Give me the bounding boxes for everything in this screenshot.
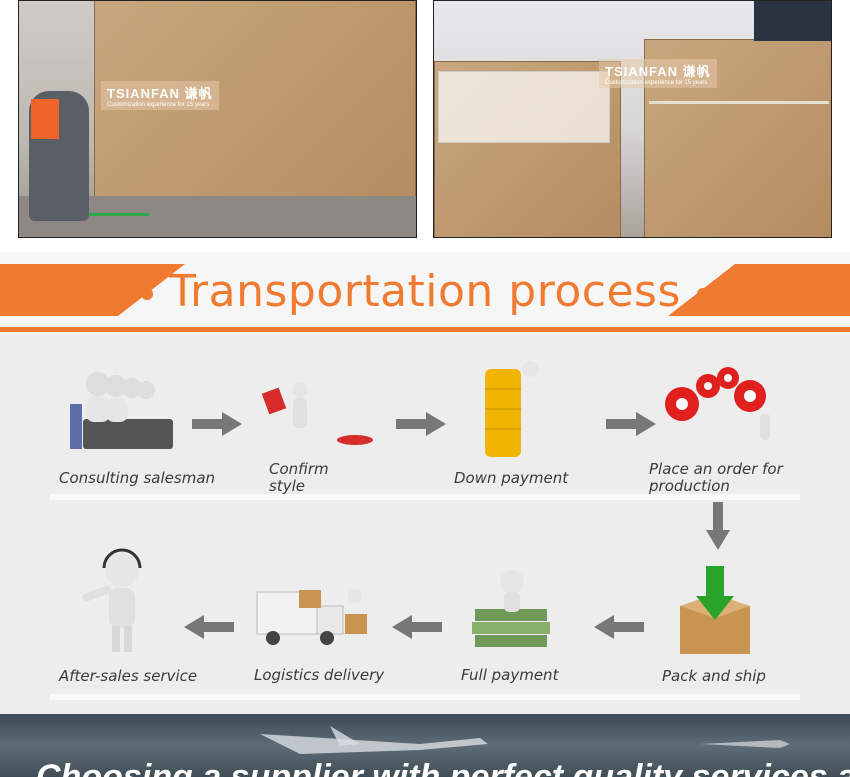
coin-stack-icon xyxy=(485,361,538,457)
box-download-icon xyxy=(680,566,750,654)
packing-photo-right: TSIANFAN 谦帆 Customization experience for… xyxy=(433,0,832,238)
arrow-left-icon xyxy=(594,615,644,639)
step-pack-and-ship: Pack and ship xyxy=(662,667,766,685)
step-full-payment: Full payment xyxy=(461,666,559,684)
delivery-truck-icon xyxy=(256,589,367,645)
shelf-row-1 xyxy=(50,494,800,500)
title-dot-left xyxy=(141,288,154,300)
header-decoration xyxy=(0,264,850,332)
left-ribbon xyxy=(0,264,185,316)
footer-text: Choosing a supplier with perfect quality… xyxy=(36,758,850,777)
step-logistics-delivery: Logistics delivery xyxy=(254,666,385,684)
right-ribbon xyxy=(668,264,850,316)
packing-tape xyxy=(649,101,829,104)
step-consulting-salesman: Consulting salesman xyxy=(59,469,216,487)
shelf-row-2 xyxy=(50,694,800,700)
gears-icon xyxy=(665,367,770,440)
plastic-wrap xyxy=(438,71,610,143)
airplane-icon xyxy=(260,726,790,754)
watermark-logo: TSIANFAN 谦帆 Customization experience for… xyxy=(101,81,219,110)
watermark-logo: TSIANFAN 谦帆 Customization experience for… xyxy=(599,59,717,88)
support-person-icon xyxy=(82,548,142,652)
strap xyxy=(89,213,149,216)
headset-agents-icon xyxy=(70,372,173,449)
arrow-right-icon xyxy=(396,412,446,436)
arrow-right-icon xyxy=(606,412,656,436)
taped-box xyxy=(644,39,831,237)
worker-arm xyxy=(754,1,831,41)
step-after-sales-service: After-sales service xyxy=(59,667,198,685)
worker-vest xyxy=(31,99,59,139)
arrow-down-icon xyxy=(706,502,730,550)
section-title: Transportation process xyxy=(0,266,850,317)
arrow-left-icon xyxy=(184,615,234,639)
arrow-left-icon xyxy=(392,615,442,639)
arrow-right-icon xyxy=(192,412,242,436)
step-down-payment: Down payment xyxy=(454,469,569,487)
stamp-icon xyxy=(261,382,373,445)
title-dot-right xyxy=(696,288,709,300)
packing-photo-left: TSIANFAN 谦帆 Customization experience for… xyxy=(18,0,417,238)
money-pile-icon xyxy=(472,570,550,647)
header-underline xyxy=(0,327,850,332)
footer-banner: Choosing a supplier with perfect quality… xyxy=(0,714,850,777)
